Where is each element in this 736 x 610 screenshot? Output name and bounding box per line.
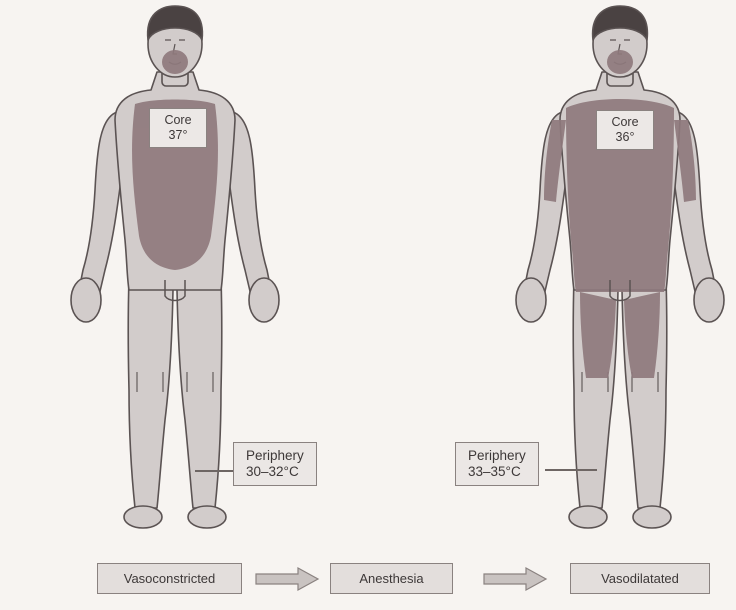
flow-step-vasodilatated: Vasodilatated <box>570 563 710 594</box>
periphery-title-right: Periphery <box>468 448 526 464</box>
flow-step-anesthesia: Anesthesia <box>330 563 453 594</box>
core-title-right: Core <box>601 115 649 130</box>
core-label-right: Core 36° <box>596 110 654 150</box>
periphery-temp-right: 33–35°C <box>468 464 526 480</box>
periphery-leader-right <box>545 469 597 471</box>
periphery-leader-left <box>195 470 235 472</box>
flow-arrow-1 <box>254 566 320 592</box>
left-right-leg <box>128 278 173 508</box>
flow-arrow-2 <box>482 566 548 592</box>
core-temp-left: 37° <box>154 128 202 143</box>
left-left-leg <box>177 278 222 508</box>
periphery-temp-left: 30–32°C <box>246 464 304 480</box>
left-left-hand <box>249 278 279 322</box>
left-left-arm <box>229 112 273 304</box>
right-left-foot <box>633 506 671 528</box>
left-left-foot <box>188 506 226 528</box>
left-right-foot <box>124 506 162 528</box>
right-right-foot <box>569 506 607 528</box>
core-title-left: Core <box>154 113 202 128</box>
core-label-left: Core 37° <box>149 108 207 148</box>
left-right-arm <box>77 112 121 304</box>
right-right-hand <box>516 278 546 322</box>
periphery-label-right: Periphery 33–35°C <box>455 442 539 486</box>
right-core-head <box>607 50 633 74</box>
left-core-head <box>162 50 188 74</box>
flow-step-vasoconstricted: Vasoconstricted <box>97 563 242 594</box>
right-left-hand <box>694 278 724 322</box>
periphery-title-left: Periphery <box>246 448 304 464</box>
left-right-hand <box>71 278 101 322</box>
core-temp-right: 36° <box>601 130 649 145</box>
periphery-label-left: Periphery 30–32°C <box>233 442 317 486</box>
